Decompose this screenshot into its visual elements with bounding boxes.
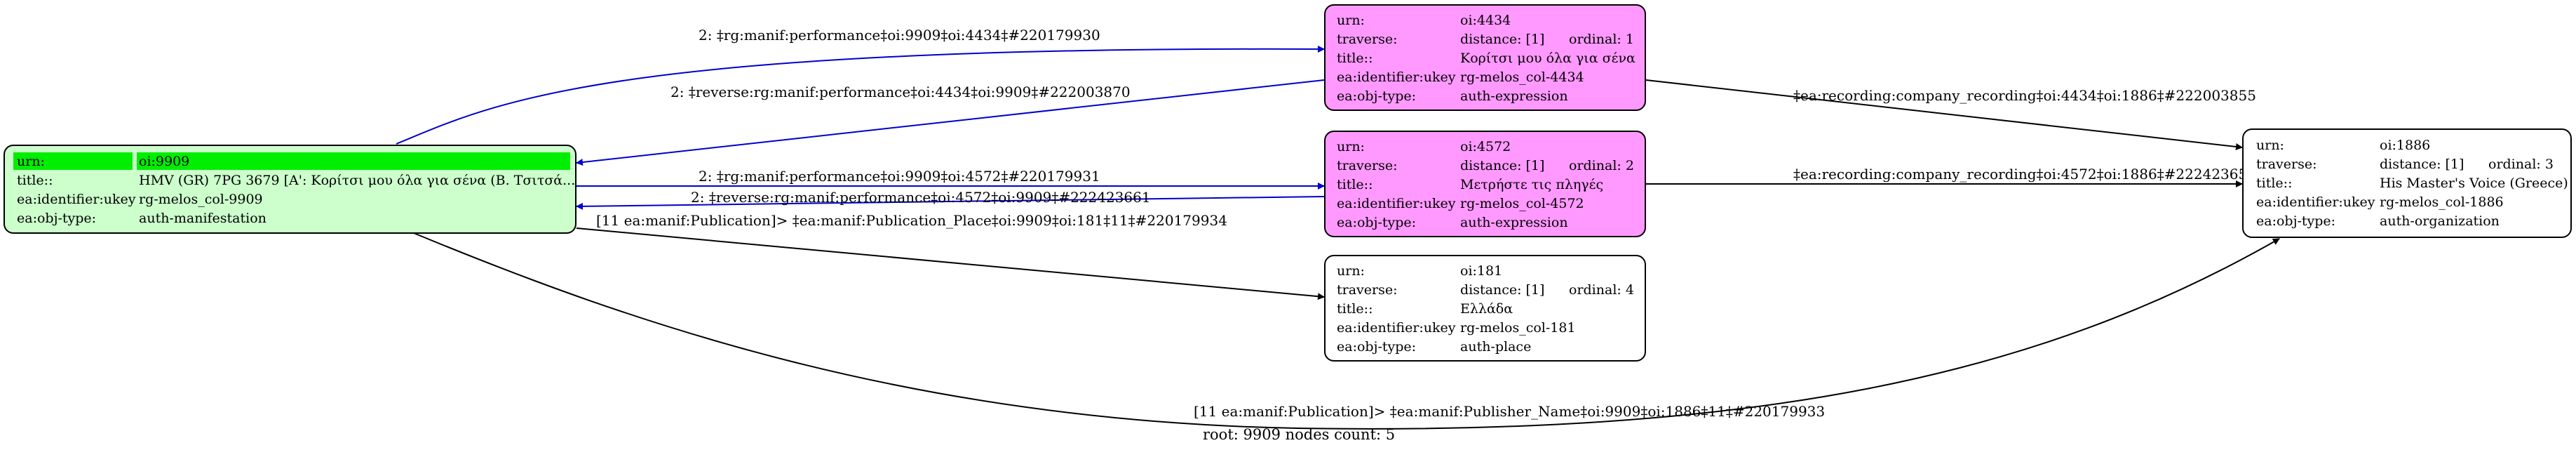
urn-value: oi:4434 bbox=[1460, 13, 1511, 28]
ukey-key: ea:identifier:ukey bbox=[2256, 194, 2375, 210]
type-key: ea:obj-type: bbox=[2256, 213, 2336, 229]
ordinal-value: ordinal: 4 bbox=[1569, 282, 1634, 298]
distance-value: distance: [1] bbox=[1460, 32, 1545, 47]
type-value: auth-organization bbox=[2380, 213, 2500, 229]
distance-value: distance: [1] bbox=[1460, 282, 1545, 298]
edge-label-recording-4572: ‡ea:recording:company_recording‡oi:4572‡… bbox=[1793, 166, 2256, 183]
edge-label-recording-4434: ‡ea:recording:company_recording‡oi:4434‡… bbox=[1793, 87, 2256, 104]
title-value: Κορίτσι μου όλα για σένα bbox=[1460, 51, 1636, 66]
urn-highlight bbox=[13, 152, 133, 170]
ukey-key: ea:identifier:ukey bbox=[1337, 196, 1456, 211]
edge-reverse-4434 bbox=[576, 79, 1325, 166]
ordinal-value: ordinal: 1 bbox=[1569, 32, 1634, 47]
type-value: auth-expression bbox=[1460, 88, 1568, 104]
type-value: auth-place bbox=[1460, 339, 1532, 355]
node-place-181[interactable]: urn: oi:181 traverse: distance: [1] ordi… bbox=[1324, 255, 1646, 362]
title-key: title:: bbox=[1337, 51, 1373, 66]
urn-value: oi:4572 bbox=[1460, 139, 1511, 154]
node-organization-1886[interactable]: urn: oi:1886 traverse: distance: [1] ord… bbox=[2242, 128, 2572, 238]
edge-performance-4434 bbox=[396, 45, 1325, 145]
ukey-key: ea:identifier:ukey bbox=[1337, 320, 1456, 336]
type-key: ea:obj-type: bbox=[1337, 215, 1417, 230]
title-value: His Master's Voice (Greece) bbox=[2380, 176, 2568, 191]
traverse-key: traverse: bbox=[1337, 282, 1398, 298]
node-manifestation-9909[interactable]: urn: oi:9909 title:: HMV (GR) 7PG 3679 [… bbox=[4, 145, 576, 234]
type-value: auth-expression bbox=[1460, 215, 1568, 230]
traverse-key: traverse: bbox=[1337, 32, 1398, 47]
urn-key: urn: bbox=[1337, 139, 1365, 154]
ukey-value: rg-melos_col-4572 bbox=[1460, 196, 1584, 211]
edge-label-publisher-name: [11 ea:manif:Publication]> ‡ea:manif:Pub… bbox=[1194, 403, 1825, 420]
distance-value: distance: [1] bbox=[2380, 157, 2464, 172]
ordinal-value: ordinal: 3 bbox=[2488, 157, 2554, 172]
edge-label-performance-4572: 2: ‡rg:manif:performance‡oi:9909‡oi:4572… bbox=[699, 168, 1100, 185]
edge-label-publication-place: [11 ea:manif:Publication]> ‡ea:manif:Pub… bbox=[596, 212, 1227, 229]
type-value: auth-manifestation bbox=[139, 211, 267, 226]
urn-key: urn: bbox=[2256, 138, 2284, 153]
title-value: Μετρήστε τις πληγές bbox=[1460, 177, 1604, 192]
type-key: ea:obj-type: bbox=[17, 211, 97, 226]
node-expression-4572[interactable]: urn: oi:4572 traverse: distance: [1] ord… bbox=[1324, 131, 1646, 237]
type-key: ea:obj-type: bbox=[1337, 339, 1417, 355]
graph-caption: root: 9909 nodes count: 5 bbox=[1203, 426, 1396, 443]
ordinal-value: ordinal: 2 bbox=[1569, 158, 1634, 173]
urn-value-highlight bbox=[137, 152, 570, 170]
ukey-value: rg-melos_col-4434 bbox=[1460, 70, 1584, 85]
traverse-key: traverse: bbox=[1337, 158, 1398, 173]
edge-publisher-name bbox=[413, 232, 2280, 430]
ukey-key: ea:identifier:ukey bbox=[17, 192, 136, 207]
urn-key: urn: bbox=[17, 154, 45, 169]
edge-recording-4434 bbox=[1645, 79, 2243, 150]
urn-value: oi:9909 bbox=[139, 154, 190, 169]
node-expression-4434[interactable]: urn: oi:4434 traverse: distance: [1] ord… bbox=[1324, 4, 1646, 111]
ukey-value: rg-melos_col-181 bbox=[1460, 320, 1576, 336]
urn-value: oi:181 bbox=[1460, 263, 1503, 279]
title-value: Ελλάδα bbox=[1460, 301, 1513, 317]
ukey-key: ea:identifier:ukey bbox=[1337, 70, 1456, 85]
urn-key: urn: bbox=[1337, 263, 1365, 279]
urn-key: urn: bbox=[1337, 13, 1365, 28]
traverse-key: traverse: bbox=[2256, 157, 2317, 172]
edge-reverse-4572 bbox=[576, 196, 1325, 210]
type-key: ea:obj-type: bbox=[1337, 88, 1417, 104]
ukey-value: rg-melos_col-9909 bbox=[139, 192, 263, 207]
edge-label-reverse-4434: 2: ‡reverse:rg:manif:performance‡oi:4434… bbox=[670, 84, 1131, 100]
title-key: title:: bbox=[17, 173, 53, 188]
title-key: title:: bbox=[1337, 177, 1373, 192]
title-key: title:: bbox=[1337, 301, 1373, 317]
edge-label-reverse-4572: 2: ‡reverse:rg:manif:performance‡oi:4572… bbox=[691, 189, 1151, 206]
ukey-value: rg-melos_col-1886 bbox=[2380, 194, 2504, 210]
title-value: HMV (GR) 7PG 3679 [Α': Κορίτσι μου όλα γ… bbox=[139, 173, 576, 188]
title-key: title:: bbox=[2256, 176, 2293, 191]
edge-label-performance-4434: 2: ‡rg:manif:performance‡oi:9909‡oi:4434… bbox=[699, 27, 1100, 44]
urn-value: oi:1886 bbox=[2380, 138, 2431, 153]
distance-value: distance: [1] bbox=[1460, 158, 1545, 173]
edge-publication-place bbox=[576, 227, 1325, 300]
